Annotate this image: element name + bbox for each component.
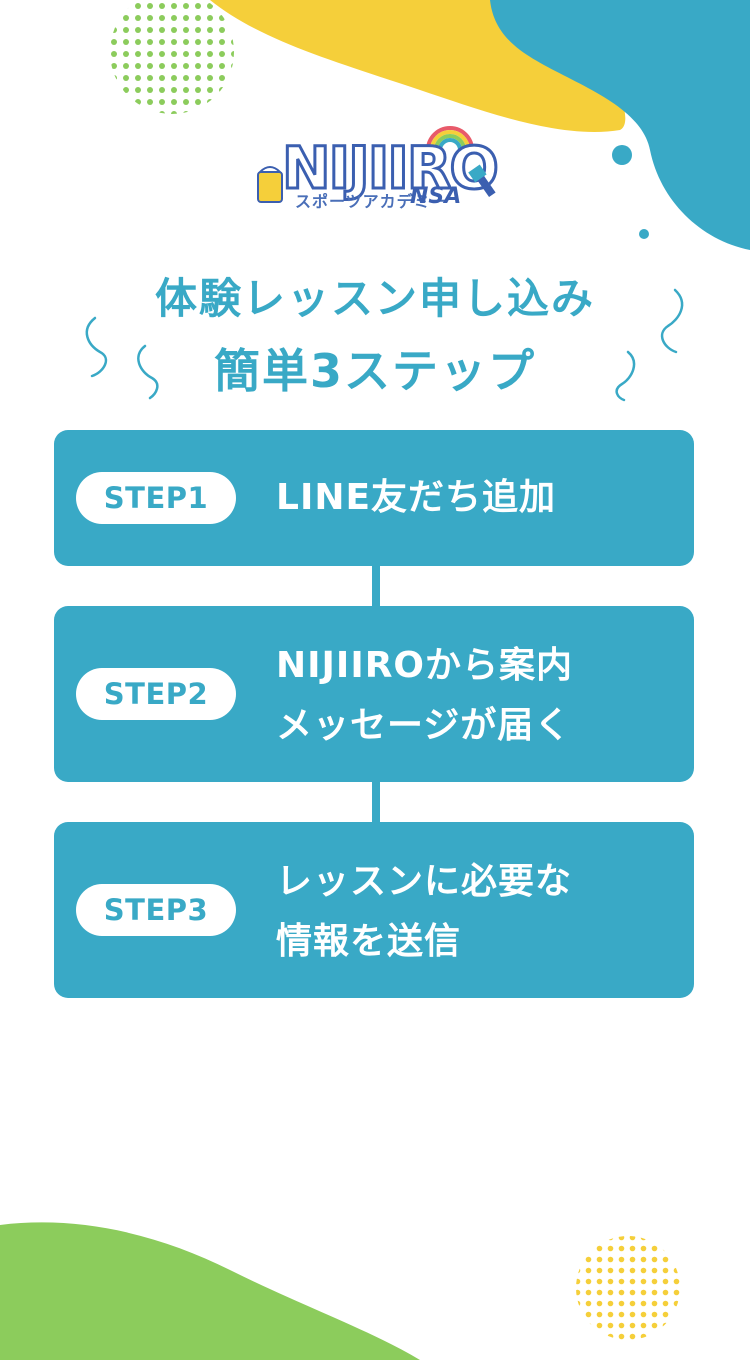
logo-subtitle: スポーツアカデミー [295, 192, 448, 211]
step-card-2: STEP2 NIJIIROから案内 メッセージが届く [54, 606, 694, 782]
heading-decoration [85, 288, 684, 402]
step-2-line2: メッセージが届く [276, 705, 572, 746]
step-2-line1: NIJIIROから案内 [276, 645, 574, 686]
step-connector-1 [372, 560, 380, 610]
logo-wordmark: NIJIIRO [282, 134, 497, 202]
squiggle-left-1 [85, 316, 108, 378]
step-badge-3: STEP3 [76, 884, 236, 936]
step-connector-2 [372, 776, 380, 826]
step-1-line1: LINE友だち追加 [276, 477, 557, 518]
green-dot [223, 1287, 245, 1309]
step-text-2: NIJIIROから案内 メッセージが届く [276, 636, 674, 756]
rainbow-icon [426, 126, 474, 151]
nijiiro-logo: NIJIIRO [257, 126, 500, 204]
step-card-1: STEP1 LINE友だち追加 [54, 430, 694, 566]
squiggle-left-2 [137, 344, 159, 400]
green-blob [0, 1222, 420, 1360]
step-3-line1: レッスンに必要な [276, 861, 573, 902]
step-text-1: LINE友だち追加 [276, 468, 674, 528]
squiggle-right-1 [660, 288, 684, 354]
blue-dot-small [639, 229, 649, 239]
step-card-3: STEP3 レッスンに必要な 情報を送信 [54, 822, 694, 998]
green-dot-pattern [110, 0, 234, 114]
heading-line2: 簡単3ステップ [213, 344, 536, 398]
step-text-3: レッスンに必要な 情報を送信 [276, 852, 674, 972]
squiggle-right-2 [615, 350, 636, 402]
paint-brush-icon [468, 164, 496, 198]
blue-blob [490, 0, 750, 250]
blue-dot-large [612, 145, 632, 165]
step-badge-1: STEP1 [76, 472, 236, 524]
paint-bucket-icon [257, 166, 283, 203]
logo-badge: NSA [410, 184, 462, 209]
step-badge-2: STEP2 [76, 668, 236, 720]
heading-line1: 体験レッスン申し込み [154, 274, 595, 323]
step-3-line2: 情報を送信 [276, 921, 462, 962]
yellow-dot-pattern [576, 1236, 680, 1340]
